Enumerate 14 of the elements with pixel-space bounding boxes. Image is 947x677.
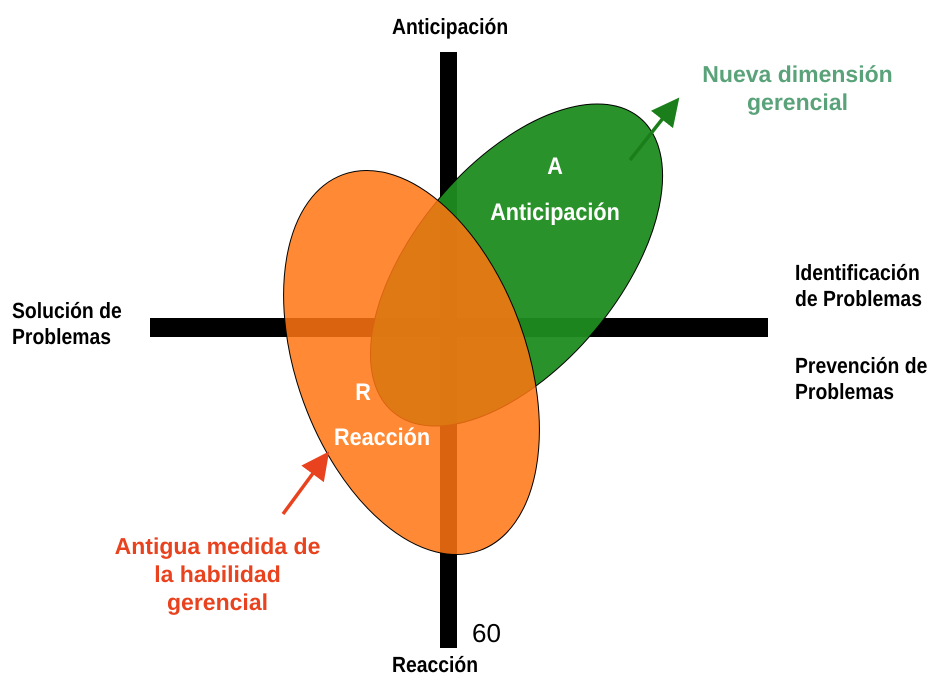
arrow [628, 98, 680, 162]
ellipse-label: Reacción [334, 424, 430, 452]
axis-label: Solución de Problemas [12, 298, 123, 350]
page-number: 60 [472, 620, 501, 646]
axis-label: Prevención de Problemas [795, 353, 928, 405]
annotation-text: Nueva dimensión gerencial [700, 60, 895, 116]
ellipse-letter: R [355, 379, 371, 407]
annotation-text: Antigua medida de la habilidad gerencial [110, 532, 325, 616]
ellipse-letter: A [547, 153, 563, 181]
axis-label: Reacción [392, 652, 478, 677]
axis-label: Anticipación [392, 14, 508, 40]
arrow [282, 451, 330, 516]
axis-label: Identificación de Problemas [795, 260, 923, 312]
ellipse-label: Anticipación [490, 199, 620, 227]
